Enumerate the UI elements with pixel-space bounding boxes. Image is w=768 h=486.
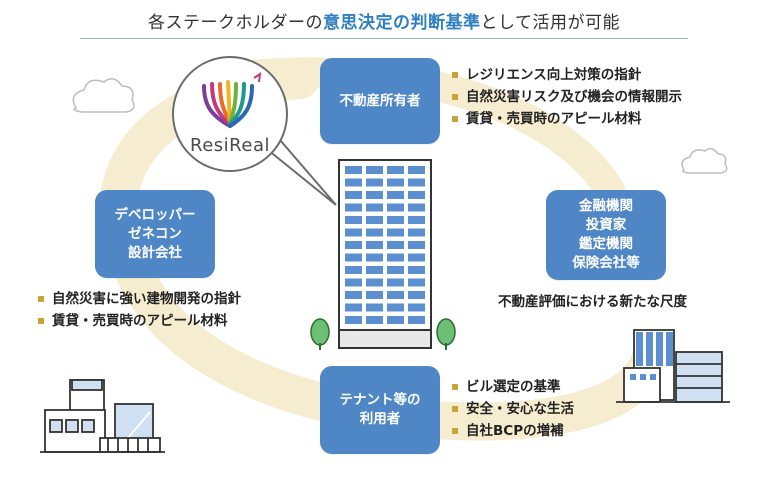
- title-prefix: 各ステークホルダーの: [148, 13, 323, 33]
- tenant-box: テナント等の 利用者: [320, 366, 440, 454]
- tower-window: [387, 253, 404, 262]
- tower-window: [408, 303, 425, 312]
- title-underline: [80, 38, 688, 39]
- developer-label-line: ゼネコン: [128, 225, 182, 242]
- tower-window: [408, 178, 425, 187]
- tenant-label-line: 利用者: [359, 411, 401, 427]
- tower-window: [366, 303, 383, 312]
- tower-window: [408, 316, 425, 324]
- tower-window: [366, 291, 383, 299]
- swirl-band: [99, 61, 669, 441]
- tower-window: [345, 316, 362, 324]
- tower-window: [366, 253, 383, 262]
- tower-window: [366, 216, 383, 224]
- list-item: レジリエンス向上対策の指針: [452, 64, 682, 86]
- finance-box: 金融機関 投資家 鑑定機関 保険会社等: [546, 190, 666, 280]
- tower-window: [408, 291, 425, 299]
- tower-window: [345, 191, 362, 199]
- developer-benefits-list: 自然災害に強い建物開発の指針 賃貸・売買時のアピール材料: [38, 288, 241, 332]
- tree-icon: [436, 318, 456, 350]
- tower-window: [345, 216, 362, 224]
- tower-window: [408, 191, 425, 199]
- tower-window: [366, 278, 383, 287]
- tower-window: [408, 278, 425, 287]
- list-item: 自社BCPの増補: [452, 420, 574, 442]
- tower-window: [408, 241, 425, 249]
- tower-window: [408, 166, 425, 174]
- city-buildings-icon: [40, 379, 165, 453]
- developer-label-line: 設計会社: [128, 244, 182, 261]
- city-buildings-icon: [616, 329, 730, 403]
- callout-pointer: [267, 139, 337, 206]
- page-title: 各ステークホルダーの意思決定の判断基準として活用が可能: [0, 8, 768, 33]
- tower-window: [345, 303, 362, 312]
- tower-window: [345, 241, 362, 249]
- tower-window: [387, 178, 404, 187]
- list-item: ビル選定の基準: [452, 376, 574, 398]
- list-item: 自然災害に強い建物開発の指針: [38, 288, 241, 310]
- tower-window: [345, 228, 362, 237]
- tower-window: [345, 291, 362, 299]
- cloud-icon: [681, 147, 728, 174]
- tower-window: [387, 228, 404, 237]
- title-suffix: として活用が可能: [480, 13, 620, 33]
- tree-icon: [310, 318, 330, 350]
- swirl-band-top: [235, 57, 625, 205]
- title-highlight: 意思決定の判断基準: [323, 13, 481, 33]
- tower-window: [366, 316, 383, 324]
- tower-window: [366, 228, 383, 237]
- tower-window: [366, 166, 383, 174]
- cloud-icon: [72, 78, 135, 113]
- finance-label-line: 保険会社等: [572, 255, 640, 271]
- tower-window: [408, 216, 425, 224]
- tower-window: [345, 203, 362, 212]
- list-item: 賃貸・売買時のアピール材料: [452, 108, 682, 130]
- tower-window: [387, 291, 404, 299]
- tower-window: [366, 178, 383, 187]
- tower-window: [366, 191, 383, 199]
- logo-wordmark: ResiReal: [190, 135, 270, 156]
- tower-building-icon: [338, 159, 432, 349]
- tower-window: [366, 241, 383, 249]
- tower-window: [408, 228, 425, 237]
- resireal-logo-icon: [202, 71, 262, 128]
- tower-window: [345, 253, 362, 262]
- owner-box: 不動産所有者: [320, 58, 440, 144]
- tower-window: [387, 203, 404, 212]
- tower-window: [345, 178, 362, 187]
- tower-window: [387, 166, 404, 174]
- list-item: 安全・安心な生活: [452, 398, 574, 420]
- tower-window: [387, 216, 404, 224]
- tower-window: [387, 303, 404, 312]
- owner-label: 不動産所有者: [339, 92, 421, 109]
- tower-window: [408, 266, 425, 274]
- tower-window: [387, 278, 404, 287]
- tenant-benefits-list: ビル選定の基準 安全・安心な生活 自社BCPの増補: [452, 376, 574, 442]
- finance-label-line: 投資家: [585, 217, 627, 233]
- tower-window: [345, 278, 362, 287]
- tower-window: [387, 266, 404, 274]
- owner-benefits-list: レジリエンス向上対策の指針 自然災害リスク及び機会の情報開示 賃貸・売買時のアピ…: [452, 64, 682, 130]
- list-item: 賃貸・売買時のアピール材料: [38, 310, 241, 332]
- resireal-logo-callout: ResiReal: [172, 56, 288, 172]
- tenant-label-line: テナント等の: [339, 392, 421, 408]
- finance-caption: 不動産評価における新たな尺度: [498, 294, 687, 310]
- tower-window: [387, 316, 404, 324]
- developer-label-line: デベロッパー: [114, 206, 196, 223]
- tower-window: [387, 241, 404, 249]
- tower-window: [366, 203, 383, 212]
- finance-label-line: 金融機関: [579, 198, 633, 214]
- tower-window: [408, 203, 425, 212]
- list-item: 自然災害リスク及び機会の情報開示: [452, 86, 682, 108]
- finance-label-line: 鑑定機関: [579, 236, 633, 252]
- tower-window: [345, 166, 362, 174]
- developer-box: デベロッパー ゼネコン 設計会社: [95, 190, 215, 278]
- tower-window: [345, 266, 362, 274]
- tower-window: [387, 191, 404, 199]
- tower-window: [408, 253, 425, 262]
- tower-window: [366, 266, 383, 274]
